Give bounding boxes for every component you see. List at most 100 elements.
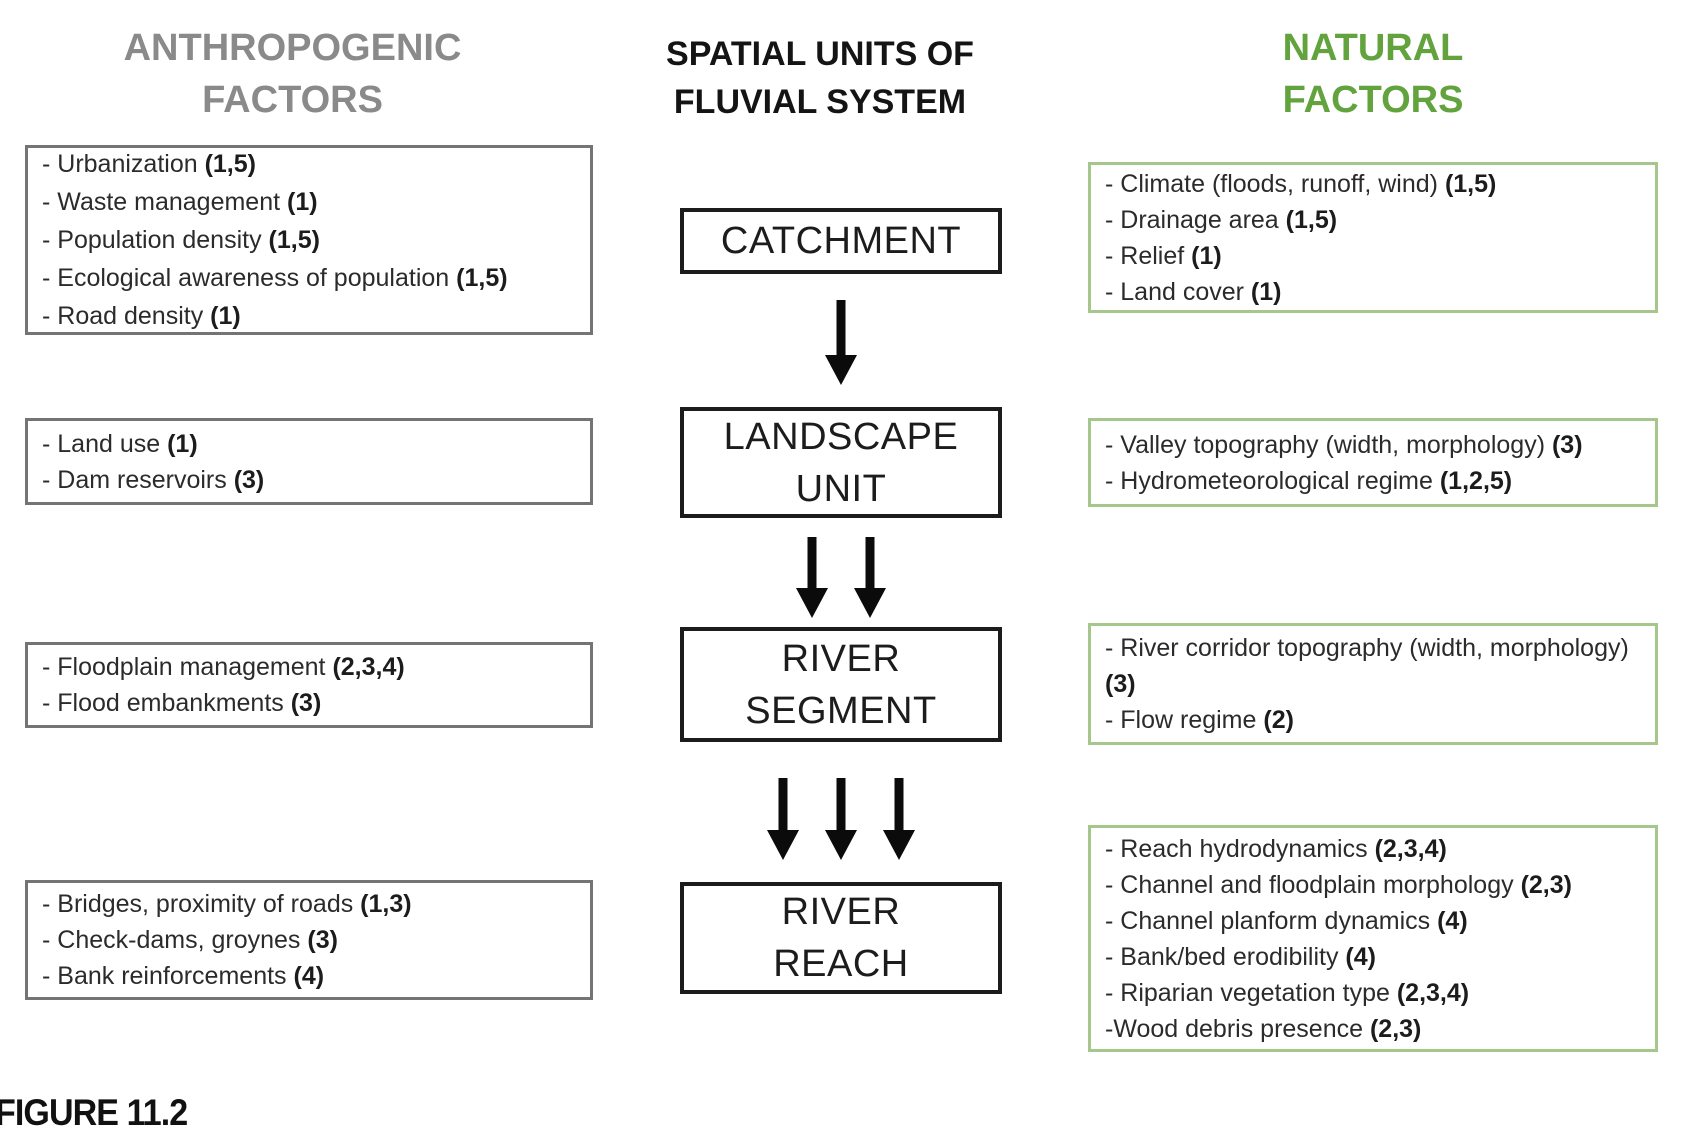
factor-item-ref: (4) (1345, 942, 1376, 971)
factor-item: - Valley topography (width, morphology) … (1105, 427, 1641, 463)
factor-item: - Riparian vegetation type (2,3,4) (1105, 975, 1641, 1011)
natural-box-river-segment: - River corridor topography (width, morp… (1088, 623, 1658, 745)
factor-item-label: - River corridor topography (width, morp… (1105, 634, 1629, 662)
factor-item: - River corridor topography (width, morp… (1105, 630, 1641, 702)
unit-box-river-reach: RIVER REACH (680, 882, 1002, 994)
factor-item: - Floodplain management (2,3,4) (42, 649, 576, 685)
natural-box-catchment: - Climate (floods, runoff, wind) (1,5)- … (1088, 162, 1658, 313)
factor-item: - Reach hydrodynamics (2,3,4) (1105, 831, 1641, 867)
factor-item-ref: (2,3) (1520, 870, 1572, 899)
anthropogenic-box-catchment: - Urbanization (1,5)- Waste management (… (25, 145, 593, 335)
factor-item: - Relief (1) (1105, 238, 1641, 274)
factor-item-label: - Ecological awareness of population (42, 264, 457, 292)
factor-item: - Urbanization (1,5) (42, 145, 576, 183)
factor-item: - Dam reservoirs (3) (42, 462, 576, 498)
factor-item: - Bank/bed erodibility (4) (1105, 939, 1641, 975)
factor-item-label: - Land use (42, 429, 168, 458)
factor-item-ref: (2,3,4) (1374, 834, 1447, 863)
factor-item-ref: (3) (1551, 430, 1583, 459)
factor-item-label: - Valley topography (width, morphology) (1105, 430, 1552, 459)
factor-item-ref: (4) (293, 962, 325, 990)
factor-item: - Ecological awareness of population (1,… (42, 259, 576, 297)
anthropogenic-box-landscape-unit: - Land use (1)- Dam reservoirs (3) (25, 418, 593, 505)
factor-item-ref: (2,3) (1369, 1014, 1422, 1043)
anthropogenic-box-river-segment: - Floodplain management (2,3,4)- Flood e… (25, 642, 593, 728)
factor-item-label: - Bank reinforcements (42, 962, 294, 990)
spatial-units-header: SPATIAL UNITS OF FLUVIAL SYSTEM (666, 35, 974, 121)
arrow-group-segment-to-reach (680, 778, 1002, 860)
down-arrow-icon (767, 778, 799, 860)
figure-caption: FIGURE 11.2 (0, 1092, 188, 1128)
down-arrow-icon (883, 778, 915, 860)
factor-item-ref: (1) (1191, 241, 1222, 270)
factor-item: - Channel and floodplain morphology (2,3… (1105, 867, 1641, 903)
factor-item: - Bank reinforcements (4) (42, 958, 576, 994)
factor-item-ref: (1,3) (360, 890, 412, 918)
anthropogenic-factors-header: ANTHROPOGENIC FACTORS (123, 27, 462, 121)
factor-item: - Population density (1,5) (42, 221, 576, 259)
factor-item: - Bridges, proximity of roads (1,3) (42, 886, 576, 922)
factor-item-label: - Dam reservoirs (42, 465, 234, 494)
down-arrow-icon (854, 537, 886, 618)
natural-box-river-reach: - Reach hydrodynamics (2,3,4)- Channel a… (1088, 825, 1658, 1052)
factor-item: - Land cover (1) (1105, 274, 1641, 310)
factor-item-ref: (1,5) (204, 150, 256, 178)
factor-item: - Check-dams, groynes (3) (42, 922, 576, 958)
down-arrow-icon (825, 778, 857, 860)
factor-item-ref: (1) (210, 302, 241, 330)
factor-item-ref: (1,5) (1285, 205, 1338, 234)
factor-item-ref: (4) (1437, 906, 1468, 935)
factor-item-ref: (1,5) (456, 264, 508, 292)
factor-item-label: -Wood debris presence (1105, 1014, 1370, 1043)
factor-item-ref: (2) (1263, 706, 1294, 734)
natural-box-landscape-unit: - Valley topography (width, morphology) … (1088, 418, 1658, 507)
factor-item: - Road density (1) (42, 297, 576, 335)
factor-item-ref: (3) (1105, 670, 1136, 698)
factor-item-label: - Urbanization (42, 150, 205, 178)
factor-item-label: - Bridges, proximity of roads (42, 890, 361, 918)
factor-item: - Hydrometeorological regime (1,2,5) (1105, 463, 1641, 499)
factor-item-ref: (1,5) (268, 226, 320, 254)
factor-item-label: - Riparian vegetation type (1105, 978, 1397, 1007)
factor-item-ref: (1,5) (1444, 169, 1497, 198)
factor-item-label: - Drainage area (1105, 205, 1286, 234)
factor-item-label: - Climate (floods, runoff, wind) (1105, 169, 1445, 198)
factor-item-label: - Check-dams, groynes (42, 926, 308, 954)
factor-item-ref: (3) (290, 689, 322, 717)
factor-item-label: - Land cover (1105, 277, 1251, 306)
down-arrow-icon (825, 300, 857, 385)
factor-item-label: - Channel planform dynamics (1105, 906, 1438, 935)
factor-item: - Climate (floods, runoff, wind) (1,5) (1105, 166, 1641, 202)
unit-box-river-segment: RIVER SEGMENT (680, 627, 1002, 742)
factor-item: - Flood embankments (3) (42, 685, 576, 721)
natural-factors-header: NATURAL FACTORS (1282, 27, 1464, 121)
factor-item-ref: (2,3,4) (1396, 978, 1470, 1007)
factor-item: -Wood debris presence (2,3) (1105, 1011, 1641, 1047)
factor-item-label: - Population density (42, 226, 269, 254)
factor-item-ref: (3) (307, 926, 338, 954)
factor-item-ref: (1,2,5) (1439, 466, 1513, 495)
factor-item: - Flow regime (2) (1105, 702, 1641, 738)
factor-item-label: - Channel and floodplain morphology (1105, 870, 1521, 899)
factor-item: - Waste management (1) (42, 183, 576, 221)
factor-item-label: - Flow regime (1105, 706, 1264, 734)
down-arrow-icon (796, 537, 828, 618)
factor-item-ref: (1) (287, 188, 318, 216)
factor-item-label: - Relief (1105, 241, 1192, 270)
factor-item: - Land use (1) (42, 426, 576, 462)
factor-item: - Channel planform dynamics (4) (1105, 903, 1641, 939)
unit-box-catchment: CATCHMENT (680, 208, 1002, 274)
unit-box-landscape-unit: LANDSCAPE UNIT (680, 407, 1002, 518)
factor-item-label: - Flood embankments (42, 689, 291, 717)
factor-item-ref: (2,3,4) (332, 653, 405, 681)
factor-item-label: - Floodplain management (42, 653, 333, 681)
factor-item-label: - Road density (42, 302, 211, 330)
factor-item-label: - Hydrometeorological regime (1105, 466, 1440, 495)
factor-item-ref: (1) (1250, 277, 1282, 306)
arrow-group-landscape-to-segment (680, 537, 1002, 618)
factor-item-ref: (1) (167, 429, 198, 458)
factor-item: - Drainage area (1,5) (1105, 202, 1641, 238)
factor-item-label: - Bank/bed erodibility (1105, 942, 1346, 971)
factor-item-label: - Waste management (42, 188, 288, 216)
